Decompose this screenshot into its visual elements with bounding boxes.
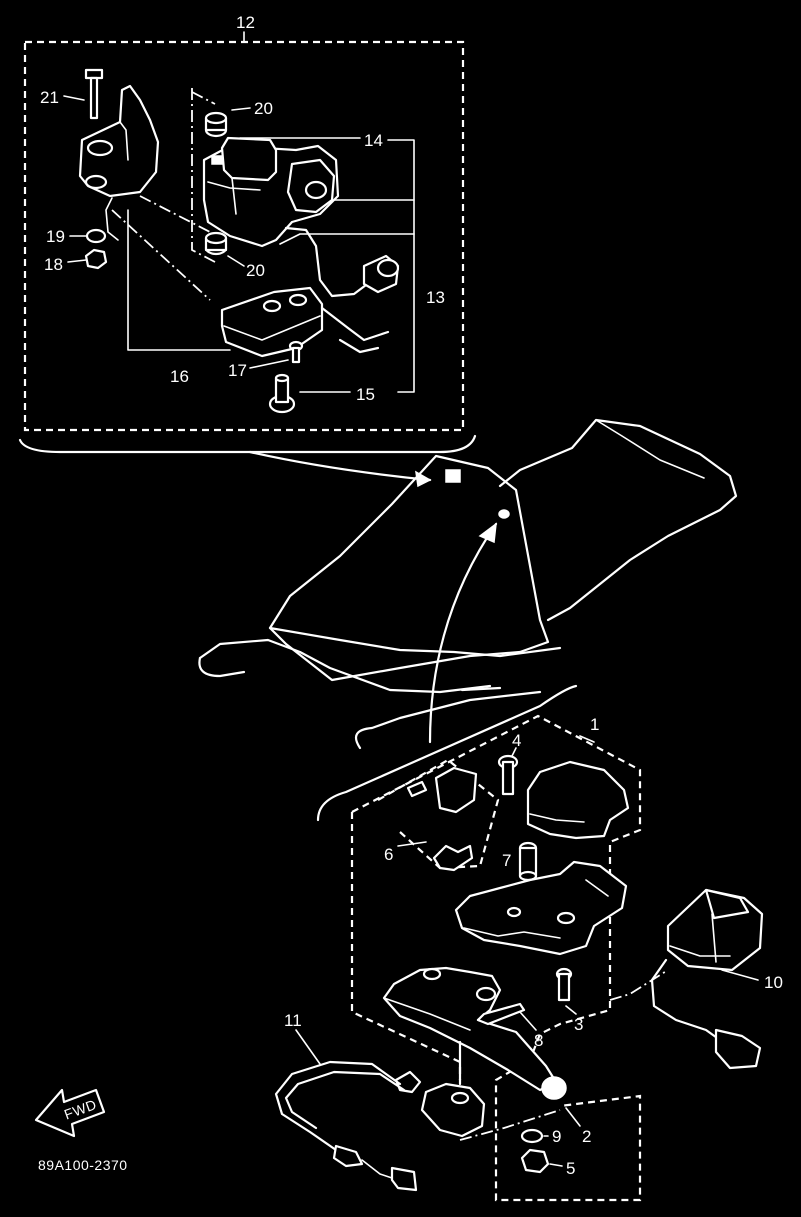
callout-2: 2	[582, 1127, 591, 1146]
fwd-direction-arrow: FWD	[34, 1088, 106, 1138]
callout-4: 4	[512, 731, 521, 750]
leader-1	[579, 735, 595, 743]
lever-holder	[454, 860, 628, 956]
callout-1: 1	[590, 715, 599, 734]
leader-17	[249, 359, 289, 369]
group-6-clip	[406, 766, 478, 872]
ski-left	[198, 638, 492, 694]
callout-labels: 12 21 20 14 19 18 20 13 16 17 15 1 4 6 7…	[40, 13, 783, 1178]
leader-5	[549, 1163, 563, 1167]
alignment-line-5	[459, 1109, 561, 1141]
callout-10: 10	[764, 973, 783, 992]
body-pointer-line	[428, 522, 498, 744]
brake-lever	[382, 966, 567, 1100]
base-plate-16	[220, 286, 390, 358]
hood-mount-hole-1	[445, 469, 461, 483]
callout-6: 6	[384, 845, 393, 864]
leader-14-c	[279, 233, 415, 245]
ski-left-tip	[198, 656, 246, 678]
inset-bracket	[18, 434, 477, 454]
body-pointer-head	[478, 522, 497, 544]
callout-9: 9	[552, 1127, 561, 1146]
screw-17	[288, 340, 304, 364]
callout-7: 7	[502, 851, 511, 870]
grommet-20-top	[204, 111, 228, 138]
bolt-8	[476, 1002, 526, 1026]
switch-wire	[284, 226, 400, 298]
leader-6	[397, 841, 427, 847]
nut-18	[84, 248, 108, 270]
ski-right	[354, 690, 542, 750]
lever-cover	[526, 760, 630, 840]
leader-20-top	[231, 107, 251, 111]
leader-20-bottom	[227, 255, 245, 267]
callout-20-top: 20	[254, 99, 273, 118]
callout-14: 14	[364, 131, 383, 150]
callout-12: 12	[236, 13, 255, 32]
bolt-4	[497, 754, 519, 796]
washer-9	[520, 1128, 544, 1144]
callout-3: 3	[574, 1015, 583, 1034]
washer-19	[85, 228, 107, 244]
callout-15: 15	[356, 385, 375, 404]
hood-outline	[268, 454, 550, 682]
diagram-code: 89A100-2370	[38, 1157, 128, 1173]
leader-2	[565, 1107, 581, 1127]
callout-11: 11	[284, 1011, 302, 1030]
callout-18: 18	[44, 255, 63, 274]
nut-5	[520, 1148, 550, 1174]
lower-assembly-1	[274, 714, 642, 1202]
callout-19: 19	[46, 227, 65, 246]
callout-16: 16	[170, 367, 189, 386]
mounting-bracket	[78, 84, 160, 241]
lower-bracket	[316, 684, 578, 822]
seat-crease	[595, 419, 705, 479]
alignment-line-3	[191, 88, 216, 263]
control-unit-14	[202, 136, 340, 248]
callout-20-bottom: 20	[246, 261, 265, 280]
grommet-20-bottom	[204, 231, 228, 256]
leader-11	[295, 1029, 321, 1065]
callout-13: 13	[426, 288, 445, 307]
ski-strut	[460, 686, 502, 692]
leader-18	[67, 259, 87, 263]
assembly-1-dashed-border	[351, 714, 642, 1202]
hood-mount-hole-2	[498, 509, 510, 519]
screw-3	[555, 967, 573, 1002]
bolt-15	[268, 373, 296, 414]
leader-3	[565, 1005, 577, 1015]
callout-21: 21	[40, 88, 59, 107]
leader-bracket-13	[387, 139, 415, 393]
body-skirt	[268, 626, 562, 658]
leader-bracket-16	[127, 209, 231, 351]
alignment-line-6	[609, 969, 669, 1001]
lever-switch	[394, 1040, 486, 1138]
inset-pointer-line	[248, 450, 432, 482]
callout-8: 8	[534, 1031, 543, 1050]
leader-21	[63, 95, 85, 101]
snowmobile-body	[198, 418, 738, 822]
leader-8	[519, 1011, 537, 1031]
pin-7	[518, 841, 538, 882]
inset-assembly-12	[18, 31, 477, 454]
callout-17: 17	[228, 361, 247, 380]
callout-5: 5	[566, 1159, 575, 1178]
alignment-line-1	[139, 195, 211, 233]
seat-outline	[498, 418, 738, 622]
leader-4	[511, 747, 517, 757]
switch-wire-11	[274, 1060, 418, 1192]
leader-10	[721, 969, 759, 981]
alignment-line-4	[191, 91, 216, 105]
switch-10	[609, 888, 764, 1070]
bolt-21	[84, 68, 104, 120]
